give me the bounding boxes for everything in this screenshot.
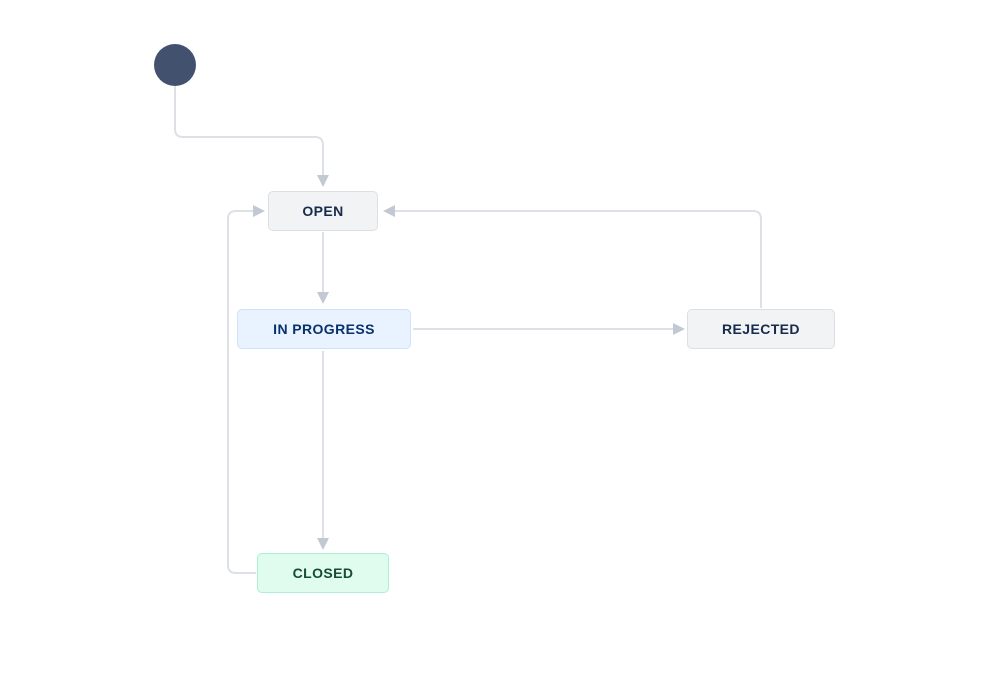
arrowhead-icon — [383, 205, 395, 217]
transition-closed-to-open[interactable] — [227, 205, 265, 574]
status-label-in-progress: IN PROGRESS — [273, 321, 375, 337]
status-node-rejected[interactable]: REJECTED — [687, 309, 835, 349]
status-label-rejected: REJECTED — [722, 321, 800, 337]
transition-in-progress-to-closed[interactable] — [317, 351, 329, 550]
transition-start-to-open[interactable] — [174, 86, 329, 187]
arrowhead-icon — [317, 538, 329, 550]
status-node-in-progress[interactable]: IN PROGRESS — [237, 309, 411, 349]
status-label-open: OPEN — [302, 203, 344, 219]
arrowhead-icon — [317, 175, 329, 187]
transition-rejected-to-open[interactable] — [383, 205, 762, 308]
arrowhead-icon — [253, 205, 265, 217]
status-node-open[interactable]: OPEN — [268, 191, 378, 231]
arrowhead-icon — [317, 292, 329, 304]
start-node[interactable] — [154, 44, 196, 86]
arrowhead-icon — [673, 323, 685, 335]
status-label-closed: CLOSED — [292, 565, 354, 581]
transition-open-to-in-progress[interactable] — [317, 232, 329, 304]
status-node-closed[interactable]: CLOSED — [257, 553, 389, 593]
transition-in-progress-to-rejected[interactable] — [413, 323, 685, 335]
